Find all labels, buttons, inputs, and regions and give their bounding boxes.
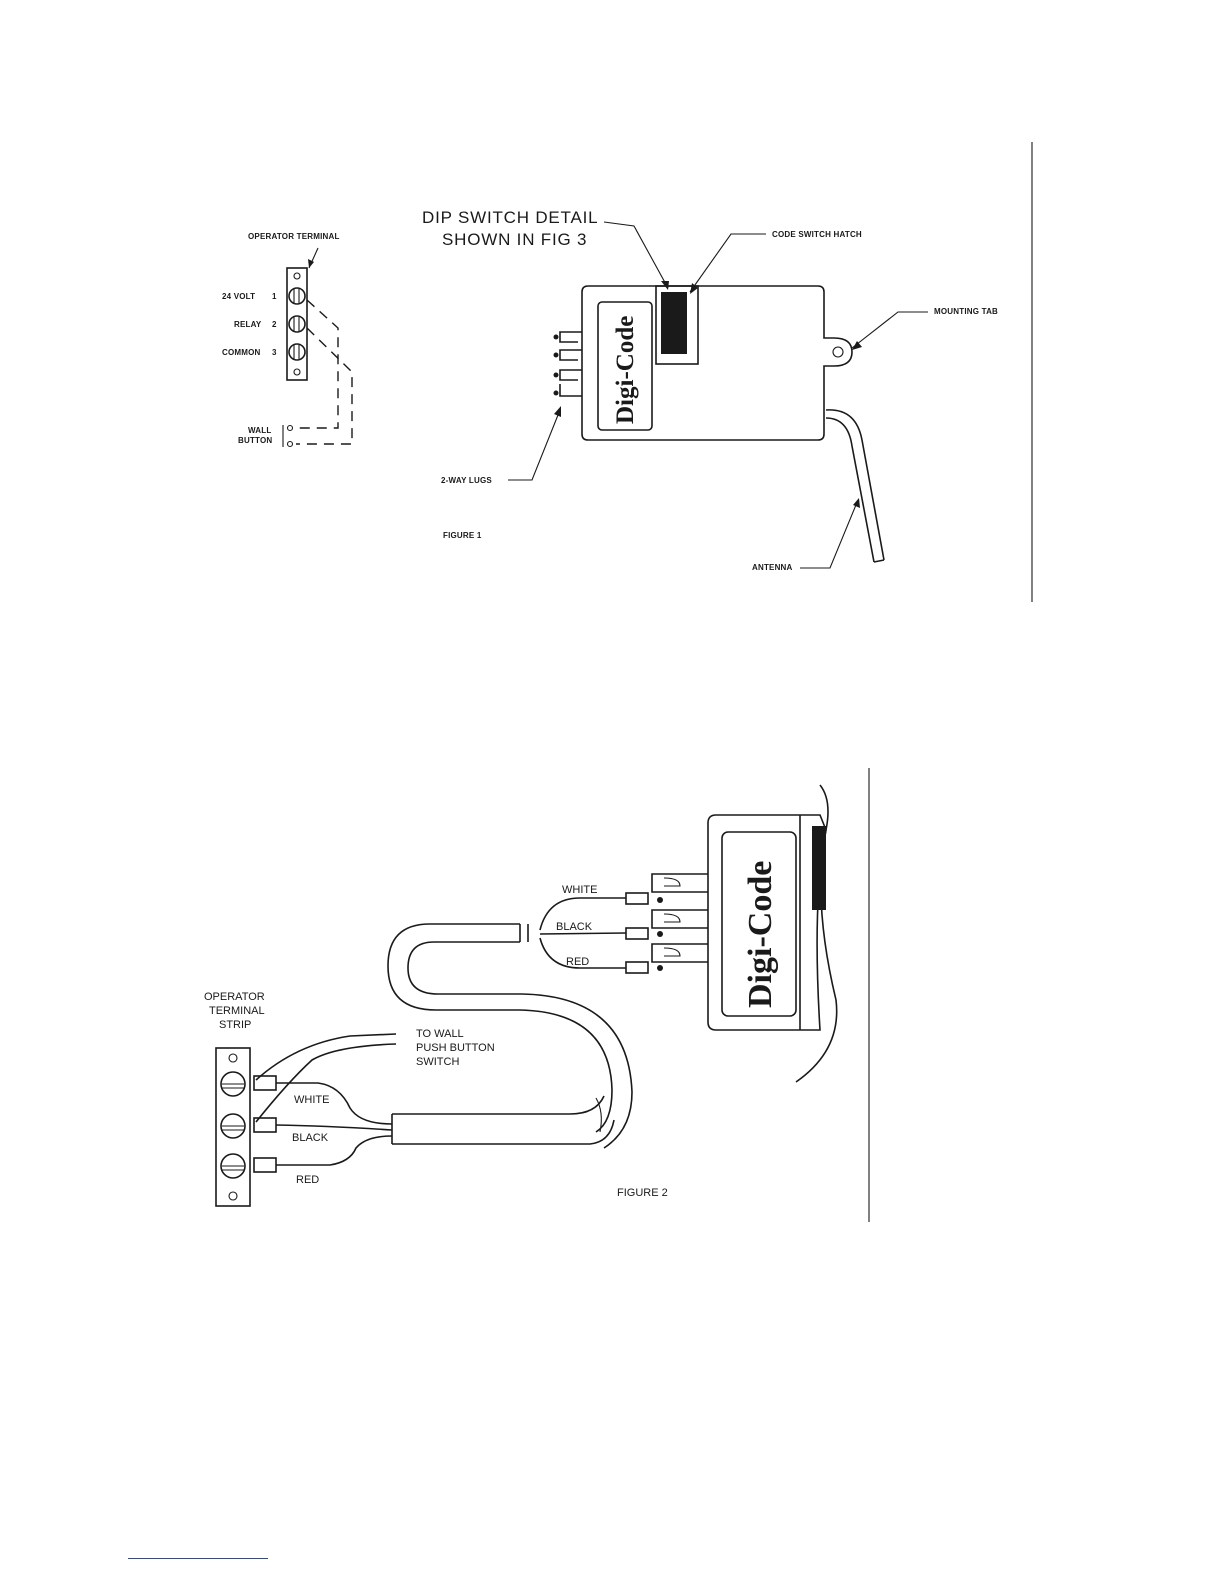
wire-label-white-receiver: WHITE	[562, 884, 597, 896]
mounting-tab-leader	[852, 312, 928, 348]
mounting-tab-hole	[833, 347, 843, 357]
antenna-arrow	[853, 498, 860, 508]
operator-terminal-strip-2	[216, 1048, 250, 1206]
terminal-screw-2-3	[221, 1154, 245, 1178]
code-switch-leader	[690, 234, 766, 292]
lugs-arrow	[554, 406, 561, 417]
antenna-label: ANTENNA	[752, 563, 793, 572]
antenna-wire	[826, 410, 884, 560]
terminal-screw-2	[289, 316, 305, 332]
wire-black-terminal	[276, 1125, 392, 1130]
terminal-label-relay: RELAY	[234, 320, 262, 329]
receiver-brand-2: Digi-Code	[742, 861, 779, 1008]
dip-switch-leader	[604, 222, 668, 288]
terminal-screw-2-2	[221, 1114, 245, 1138]
figure-1-caption: FIGURE 1	[443, 531, 482, 540]
to-wall-label-1: TO WALL	[416, 1028, 464, 1040]
footer-rule	[128, 1558, 268, 1559]
wire-label-black-receiver: BLACK	[556, 921, 593, 933]
dashed-wire-b	[296, 328, 352, 444]
wire-label-black-terminal: BLACK	[292, 1132, 329, 1144]
terminal-strip-label-2: TERMINAL	[209, 1005, 265, 1017]
figure-2-caption: FIGURE 2	[617, 1187, 668, 1199]
terminal-num-1: 1	[272, 292, 277, 301]
figure-1-diagram: OPERATOR TERMINAL 24 VOLT 1 RELAY 2 COMM…	[0, 0, 1224, 640]
code-switch-hatch-label: CODE SWITCH HATCH	[772, 230, 862, 239]
wire-connectors-receiver	[626, 893, 648, 973]
wire-label-red-receiver: RED	[566, 956, 589, 968]
strip-hole-bottom	[294, 369, 300, 375]
wall-button-switch	[283, 425, 293, 447]
wall-button-label-2: BUTTON	[238, 436, 272, 445]
wire-label-red-terminal: RED	[296, 1174, 319, 1186]
dip-switch-block	[661, 292, 687, 354]
operator-terminal-label: OPERATOR TERMINAL	[248, 232, 340, 241]
mounting-tab-label: MOUNTING TAB	[934, 307, 998, 316]
dashed-wire-a	[296, 300, 338, 428]
strip-hole-top	[294, 273, 300, 279]
wire-label-white-terminal: WHITE	[294, 1094, 329, 1106]
wall-switch-wire-1	[256, 1034, 396, 1080]
two-way-lugs	[554, 332, 583, 396]
terminal-screw-1	[289, 288, 305, 304]
receiver-unit: Digi-Code	[554, 286, 853, 440]
terminal-screw-2-1	[221, 1072, 245, 1096]
receiver-unit-2: Digi-Code	[652, 785, 837, 1082]
to-wall-label-3: SWITCH	[416, 1056, 459, 1068]
terminal-label-24-volt: 24 VOLT	[222, 292, 255, 301]
to-wall-label-2: PUSH BUTTON	[416, 1042, 495, 1054]
two-way-lugs-leader	[508, 410, 560, 480]
receiver-lugs	[652, 874, 708, 971]
wall-button-label-1: WALL	[248, 426, 271, 435]
terminal-label-common: COMMON	[222, 348, 261, 357]
terminal-num-2: 2	[272, 320, 277, 329]
cable-sheath-lower	[392, 1096, 614, 1144]
code-switch-hatch-2	[812, 826, 826, 910]
dip-switch-label-1: DIP SWITCH DETAIL	[422, 208, 598, 227]
antenna-leader	[800, 500, 858, 568]
figure-2-diagram: Digi-Code WHITE BLACK RED	[0, 740, 1224, 1240]
operator-terminal-strip	[287, 268, 307, 380]
terminal-screw-3	[289, 344, 305, 360]
antenna-tip	[874, 560, 884, 562]
hatch-arrow	[690, 283, 698, 294]
dip-switch-label-2: SHOWN IN FIG 3	[442, 230, 587, 249]
leader-arrow	[308, 259, 314, 268]
wire-connectors-terminal	[254, 1076, 276, 1172]
terminal-strip-label-3: STRIP	[219, 1019, 251, 1031]
terminal-num-3: 3	[272, 348, 277, 357]
two-way-lugs-label: 2-WAY LUGS	[441, 476, 492, 485]
terminal-strip-label-1: OPERATOR	[204, 991, 265, 1003]
wire-black-receiver	[540, 933, 626, 934]
receiver-brand: Digi-Code	[612, 316, 639, 424]
tab-arrow	[852, 341, 862, 350]
antenna-wire-inner	[826, 418, 874, 562]
